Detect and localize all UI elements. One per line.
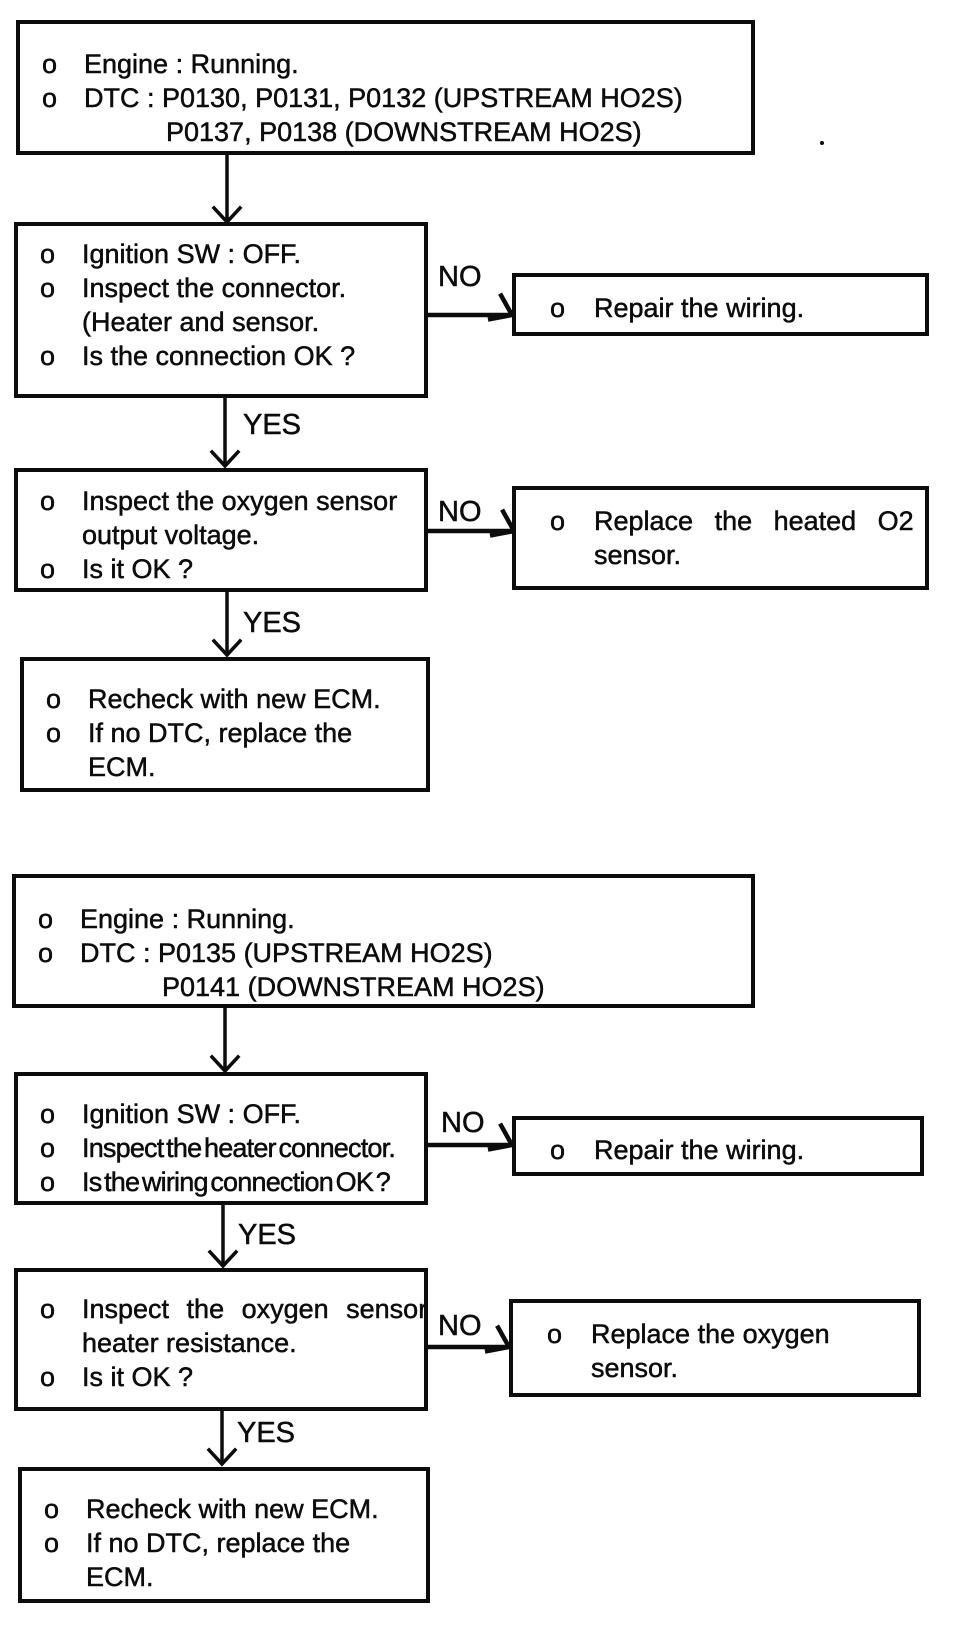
fc2-replace-sensor-box: o Replace the oxygen sensor.	[509, 1299, 921, 1397]
yes-label: YES	[243, 409, 302, 441]
fc1-replace-sensor-line-1: Replace the heated O2	[594, 506, 914, 537]
fc1-recheck-ecm-line-2: If no DTC, replace the	[88, 718, 353, 749]
fc2-start-line-2: DTC : P0135 (UPSTREAM HO2S)	[80, 938, 493, 969]
fc2-start-line-1: Engine : Running.	[80, 904, 295, 935]
fc1-replace-sensor-line-2: sensor.	[594, 540, 682, 571]
fc1-check-voltage-line-2: output voltage.	[82, 520, 260, 551]
bullet-marker: o	[40, 1167, 56, 1198]
fc1-check-voltage-line-3: Is it OK ?	[82, 554, 194, 585]
bullet-marker: o	[40, 1099, 56, 1130]
bullet-marker: o	[547, 1319, 563, 1350]
down-arrowhead-icon	[209, 449, 241, 469]
down-arrowhead-icon	[207, 1249, 239, 1269]
fc2-start-line-3: P0141 (DOWNSTREAM HO2S)	[162, 972, 545, 1003]
down-arrowhead-icon	[211, 638, 243, 658]
bullet-marker: o	[40, 273, 56, 304]
fc2-recheck-ecm-line-2: If no DTC, replace the	[86, 1528, 351, 1559]
bullet-marker: o	[40, 554, 56, 585]
fc2-recheck-ecm-line-1: Recheck with new ECM.	[86, 1494, 379, 1525]
fc1-check-voltage-line-1: Inspect the oxygen sensor	[82, 486, 398, 517]
fc2-repair-wiring-box: o Repair the wiring.	[512, 1116, 924, 1176]
fc1-recheck-ecm-line-1: Recheck with new ECM.	[88, 684, 381, 715]
yes-label: YES	[243, 607, 302, 639]
down-arrowhead-icon	[211, 205, 243, 225]
fc2-check-heater-connector-line-3: Is the wiring connection OK ?	[82, 1167, 391, 1198]
fc1-start-line-1: Engine : Running.	[84, 49, 299, 80]
yes-label: YES	[237, 1417, 296, 1449]
bullet-marker: o	[40, 239, 56, 270]
fc2-check-resistance-box: o Inspect the oxygen sensor heater resist…	[14, 1268, 428, 1411]
bullet-marker: o	[46, 684, 62, 715]
fc1-repair-wiring-line-1: Repair the wiring.	[594, 293, 805, 324]
fc1-check-connector-line-3: (Heater and sensor.	[82, 307, 320, 338]
no-label: NO	[438, 1310, 482, 1342]
bullet-marker: o	[40, 1294, 56, 1325]
bullet-marker: o	[40, 486, 56, 517]
fc1-recheck-ecm-line-3: ECM.	[88, 752, 156, 783]
bullet-marker: o	[550, 293, 566, 324]
bullet-marker: o	[46, 718, 62, 749]
bullet-marker: o	[42, 49, 58, 80]
fc1-start-line-3: P0137, P0138 (DOWNSTREAM HO2S)	[166, 117, 642, 148]
bullet-marker: o	[44, 1494, 60, 1525]
bullet-marker: o	[40, 1133, 56, 1164]
bullet-marker: o	[38, 938, 54, 969]
no-label: NO	[441, 1107, 485, 1139]
fc2-repair-wiring-line-1: Repair the wiring.	[594, 1135, 805, 1166]
fc1-check-voltage-box: o Inspect the oxygen sensor output voltag…	[14, 468, 428, 592]
bullet-marker: o	[40, 1362, 56, 1393]
fc1-replace-sensor-box: o Replace the heated O2 sensor.	[512, 486, 929, 590]
bullet-marker: o	[40, 341, 56, 372]
down-arrowhead-icon	[209, 1054, 241, 1074]
yes-label: YES	[238, 1219, 297, 1251]
fc2-check-resistance-line-1: Inspect the oxygen sensor	[82, 1294, 428, 1325]
fc2-replace-sensor-line-1: Replace the oxygen	[591, 1319, 830, 1350]
down-arrowhead-icon	[206, 1447, 238, 1467]
fc1-recheck-ecm-box: o Recheck with new ECM. o If no DTC, repla…	[20, 657, 430, 792]
bullet-marker: o	[38, 904, 54, 935]
fc2-replace-sensor-line-2: sensor.	[591, 1353, 679, 1384]
fc2-check-resistance-line-2: heater resistance.	[82, 1328, 297, 1359]
bullet-marker: o	[550, 1135, 566, 1166]
fc2-recheck-ecm-line-3: ECM.	[86, 1562, 154, 1593]
bullet-marker: o	[42, 83, 58, 114]
fc2-check-resistance-line-3: Is it OK ?	[82, 1362, 194, 1393]
fc1-check-connector-line-2: Inspect the connector.	[82, 273, 347, 304]
bullet-marker: o	[44, 1528, 60, 1559]
fc2-check-heater-connector-line-1: Ignition SW : OFF.	[82, 1099, 302, 1130]
no-label: NO	[438, 261, 482, 293]
fc1-check-connector-line-1: Ignition SW : OFF.	[82, 239, 302, 270]
fc1-check-connector-line-4: Is the connection OK ?	[82, 341, 356, 372]
stray-dot	[820, 141, 824, 145]
no-label: NO	[438, 496, 482, 528]
fc1-repair-wiring-box: o Repair the wiring.	[512, 273, 929, 336]
fc2-check-heater-connector-line-2: Inspect the heater connector.	[82, 1133, 396, 1164]
bullet-marker: o	[550, 506, 566, 537]
fc1-start-line-2: DTC : P0130, P0131, P0132 (UPSTREAM HO2S…	[84, 83, 683, 114]
fc2-recheck-ecm-box: o Recheck with new ECM. o If no DTC, repla…	[18, 1467, 430, 1603]
